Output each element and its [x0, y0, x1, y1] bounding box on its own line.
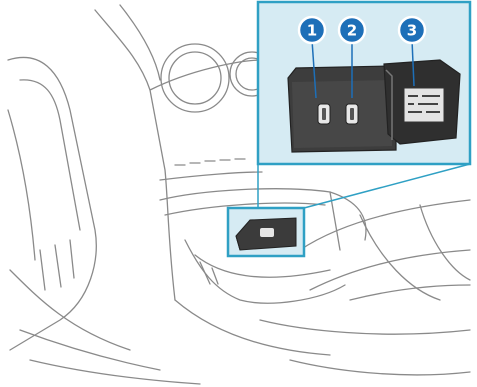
callout-2-number: 2 — [347, 22, 357, 40]
callout-2: 2 — [339, 17, 365, 43]
callout-1: 1 — [299, 17, 325, 43]
callout-3: 3 — [399, 17, 425, 43]
callout-3-number: 3 — [407, 22, 417, 40]
callout-1-number: 1 — [307, 22, 317, 40]
console-usb-port-highlight — [228, 208, 304, 256]
